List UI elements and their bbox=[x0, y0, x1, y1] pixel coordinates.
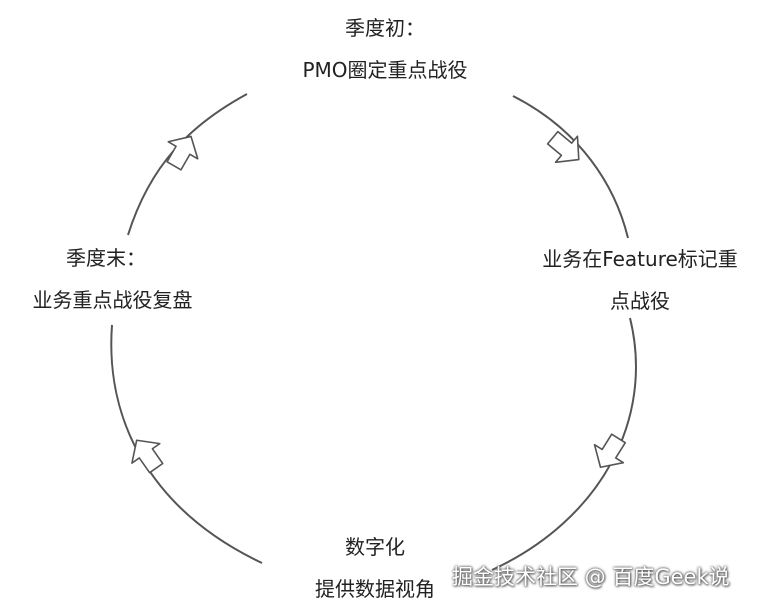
stage-label-quarter-start: 季度初： PMO圈定重点战役 bbox=[250, 7, 520, 91]
stage-label-feature-marking: 业务在Feature标记重 点战役 bbox=[510, 238, 766, 322]
arrow-right-bottom bbox=[593, 433, 627, 469]
stage-label-line: 点战役 bbox=[610, 289, 670, 313]
stage-label-line: 数字化 bbox=[345, 535, 405, 559]
stage-label-line: 季度末： bbox=[66, 246, 146, 270]
stage-label-digitalization: 数字化 提供数据视角 bbox=[270, 526, 480, 610]
arc-left-top bbox=[127, 93, 248, 236]
stage-label-line: PMO圈定重点战役 bbox=[302, 58, 468, 82]
stage-label-line: 业务重点战役复盘 bbox=[32, 288, 193, 312]
arrow-bottom-left bbox=[131, 439, 164, 474]
stage-label-line: 业务在Feature标记重 bbox=[542, 247, 738, 271]
stage-label-line: 提供数据视角 bbox=[315, 577, 435, 601]
stage-label-quarter-end: 季度末： 业务重点战役复盘 bbox=[0, 237, 225, 321]
arc-bottom-left bbox=[110, 324, 263, 564]
arc-top-right bbox=[512, 95, 629, 239]
stage-label-line: 季度初： bbox=[345, 16, 425, 40]
watermark: 掘金技术社区 @ 百度Geek说 bbox=[452, 565, 730, 589]
arrow-left-top bbox=[166, 135, 199, 171]
arrow-top-right bbox=[546, 130, 580, 164]
